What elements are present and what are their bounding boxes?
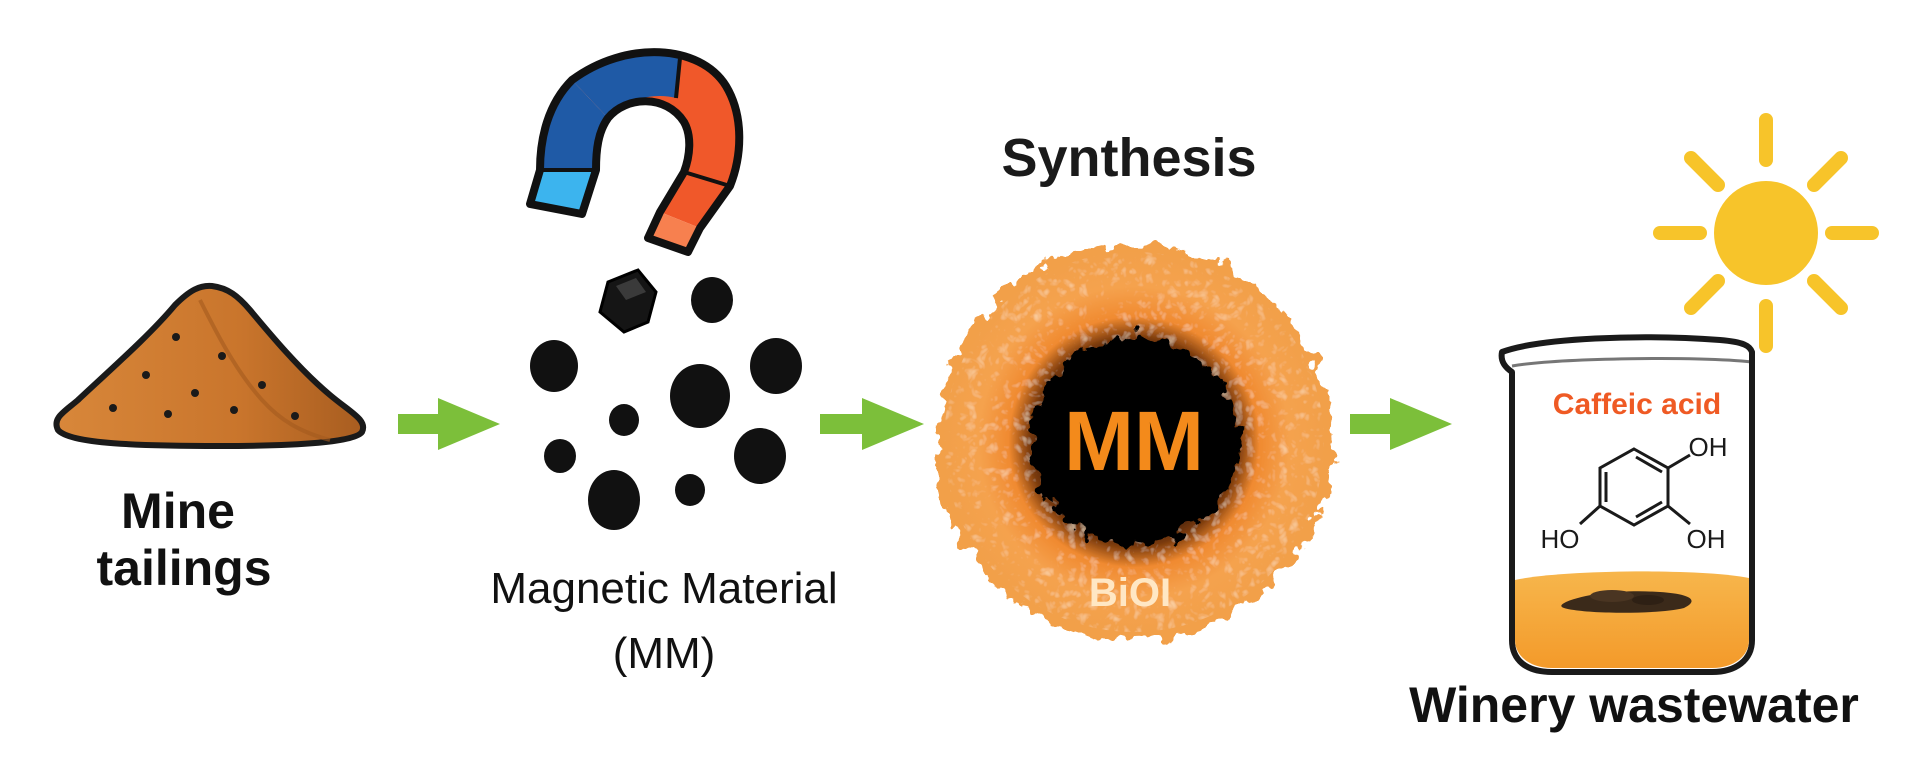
magnetic-material-label-line1: Magnetic Material xyxy=(490,564,837,613)
shell-label: BiOI xyxy=(1089,571,1171,615)
oh-top-label: OH xyxy=(1689,432,1728,462)
magnetic-particles xyxy=(530,277,802,530)
synthesis-label: Synthesis xyxy=(1001,128,1256,188)
magnetic-material-label-line2: (MM) xyxy=(613,629,716,678)
oh-right-label: OH xyxy=(1687,524,1726,554)
magnetic-particle-chunk xyxy=(598,268,658,334)
magnet-icon xyxy=(526,48,744,256)
winery-wastewater-label: Winery wastewater xyxy=(1409,677,1859,733)
mine-tailings-label-line2: tailings xyxy=(96,540,271,596)
core-label: MM xyxy=(1064,394,1204,488)
ho-left-label: HO xyxy=(1541,524,1580,554)
arrow-icon xyxy=(820,398,924,450)
beaker-icon xyxy=(1498,334,1755,675)
caffeic-acid-label: Caffeic acid xyxy=(1553,388,1721,421)
arrow-icon xyxy=(398,398,500,450)
mine-tailings-pile xyxy=(53,282,367,449)
arrow-icon xyxy=(1350,398,1452,450)
sun-icon xyxy=(1653,113,1879,353)
caffeic-acid-structure xyxy=(1578,447,1691,527)
core-shell-particle xyxy=(936,244,1332,640)
mine-tailings-label-line1: Mine xyxy=(121,483,235,539)
